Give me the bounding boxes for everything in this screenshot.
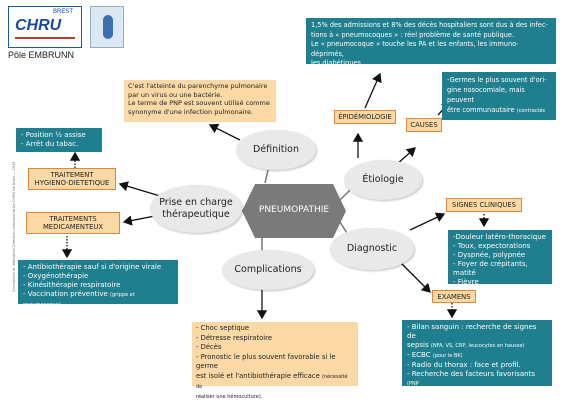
tag-traitements-med-1: TRAITEMENTS <box>49 215 96 223</box>
examens-line-1: - Bilan sanguin : recherche de signes de <box>407 323 547 341</box>
hygiene-box: - Position ½ assise - Arrêt du tabac. <box>16 128 102 152</box>
signes-line-5: - Fièvre <box>453 278 547 287</box>
tag-signes-cliniques: SIGNES CLINIQUES <box>446 198 522 212</box>
tag-traitement-hd: TRAITEMENT HYGIENO-DIETETIQUE <box>28 168 116 190</box>
epidemio-line-1: 1,5% des admissions et 8% des décès hosp… <box>311 21 551 31</box>
pole-label: Pôle EMBRUNN <box>8 50 74 60</box>
causes-line-3a: être communautaire <box>447 106 515 114</box>
arrow-signes <box>410 214 444 230</box>
complications-box: - Choc septique - Détresse respiratoire … <box>192 322 358 386</box>
node-prise-en-charge: Prise en charge thérapeutique <box>150 185 242 233</box>
logo-sub: BREST <box>53 9 73 15</box>
signes-box: -Douleur latéro-thoracique - Toux, expec… <box>448 230 552 284</box>
complications-line-3: - Décès <box>196 343 354 353</box>
node-complications: Complications <box>222 250 314 290</box>
logo-stripe <box>15 37 75 39</box>
examens-line-5b: (PNP <box>407 381 419 387</box>
chru-logo: CHRU BREST <box>8 6 82 48</box>
medic-line-4: - Vaccination préventive (grippe et pneu… <box>23 290 173 310</box>
examens-line-5: - Recherche des facteurs favorisants (PN… <box>407 370 547 389</box>
examens-box: - Bilan sanguin : recherche de signes de… <box>402 320 552 386</box>
tag-examens: EXAMENS <box>432 290 476 303</box>
arrow-definition-box <box>210 125 240 140</box>
arrow-epidemio-box <box>365 74 380 108</box>
epidemio-line-3: Le « pneumocoque » touche les PA et les … <box>311 40 551 59</box>
tag-epidemiologie: ÉPIDÉMIOLOGIE <box>334 110 396 124</box>
node-complications-label: Complications <box>234 264 301 276</box>
complications-line-5: est isolé et l'antibiothérapie efficace … <box>196 372 354 393</box>
node-prise-label-2: thérapeutique <box>162 209 229 221</box>
signes-line-1: -Douleur latéro-thoracique <box>453 233 547 242</box>
arrow-traitement-hd <box>120 184 160 196</box>
examens-line-3: - ECBC (pour le BK) <box>407 351 547 361</box>
signes-line-4: - Foyer de crépitants, matité <box>453 260 547 278</box>
examens-line-3a: - ECBC <box>407 351 431 359</box>
complications-line-6: réaliser une hémoculture). <box>196 393 354 402</box>
epidemio-line-2: tions à « pneumocoques » : réel problème… <box>311 31 551 41</box>
causes-line-4: milieu extra hospitalier). <box>447 127 551 137</box>
logo-text: CHRU <box>15 17 61 35</box>
complications-line-1: - Choc septique <box>196 324 354 334</box>
causes-line-2: gine nosocomiale, mais peuvent <box>447 85 551 105</box>
definition-line-2: par un virus ou une bactérie. <box>128 91 272 100</box>
node-etiologie: Étiologie <box>344 160 422 200</box>
examens-line-5a: - Recherche des facteurs favorisants <box>407 370 535 378</box>
medic-line-3: - Kinésithérapie respiratoire <box>23 281 173 290</box>
definition-line-3: Le terme de PNP est souvent utilisé comm… <box>128 99 272 108</box>
examens-line-3b: (pour le BK) <box>433 353 463 359</box>
hygiene-line-1: - Position ½ assise <box>21 131 97 140</box>
center-label: PNEUMOPATHIE <box>242 205 346 215</box>
definition-box: C'est l'atteinte du parenchyme pulmonair… <box>124 80 276 122</box>
tag-traitements-med: TRAITEMENTS MEDICAMENTEUX <box>26 212 120 234</box>
tag-traitements-med-2: MEDICAMENTEUX <box>43 223 103 231</box>
arrow-examens <box>400 262 430 292</box>
examens-line-2a: sepsis <box>407 341 429 349</box>
node-definition: Définition <box>236 130 316 170</box>
connector-definition <box>265 170 268 183</box>
tag-causes: CAUSES <box>406 118 442 132</box>
examens-line-4: - Radio du thorax : face et profil. <box>407 361 547 370</box>
medic-line-1: - Antibiothérapie sauf si d'origine vira… <box>23 263 173 272</box>
node-diagnostic: Diagnostic <box>330 228 414 270</box>
examens-line-2: sepsis (NFA, VS, CRP, leucocytes en haus… <box>407 341 547 351</box>
examens-line-6: d'inhalation après extubation, fausses r… <box>407 389 547 398</box>
examens-line-2b: (NFA, VS, CRP, leucocytes en hausse) <box>431 343 525 349</box>
figure-icon <box>103 15 113 39</box>
medic-line-4a: - Vaccination préventive <box>23 290 108 298</box>
signes-line-2: - Toux, expectorations <box>453 242 547 251</box>
node-diagnostic-label: Diagnostic <box>347 243 397 255</box>
complications-line-5a: est isolé et l'antibiothérapie efficace <box>196 372 320 380</box>
definition-line-4: synonyme d'une infection pulmonaire. <box>128 108 272 117</box>
hygiene-line-2: - Arrêt du tabac. <box>21 140 97 149</box>
definition-line-1: C'est l'atteinte du parenchyme pulmonair… <box>128 82 272 91</box>
medic-line-2: - Oxygénothérapie <box>23 272 173 281</box>
side-note: Conception et réalisation Direction comm… <box>12 92 16 292</box>
causes-line-3: être communautaire (contractés en <box>447 105 551 127</box>
complications-line-4: - Pronostic le plus souvent favorable si… <box>196 353 354 372</box>
node-etiologie-label: Étiologie <box>362 174 403 186</box>
epidemio-box: 1,5% des admissions et 8% des décès hosp… <box>306 18 556 64</box>
epidemio-line-4: les diabétiques,... <box>311 59 551 69</box>
embrunn-logo <box>90 6 124 48</box>
node-prise-label-1: Prise en charge <box>159 197 233 209</box>
causes-line-1: -Germes le plus souvent d'ori- <box>447 75 551 85</box>
signes-line-3: - Dyspnée, polypnée <box>453 251 547 260</box>
node-definition-label: Définition <box>253 144 299 156</box>
tag-traitement-hd-1: TRAITEMENT <box>50 171 93 179</box>
medic-box: - Antibiothérapie sauf si d'origine vira… <box>18 260 178 304</box>
causes-box: -Germes le plus souvent d'ori- gine noso… <box>442 72 556 120</box>
tag-traitement-hd-2: HYGIENO-DIETETIQUE <box>35 179 110 187</box>
complications-line-2: - Détresse respiratoire <box>196 334 354 344</box>
